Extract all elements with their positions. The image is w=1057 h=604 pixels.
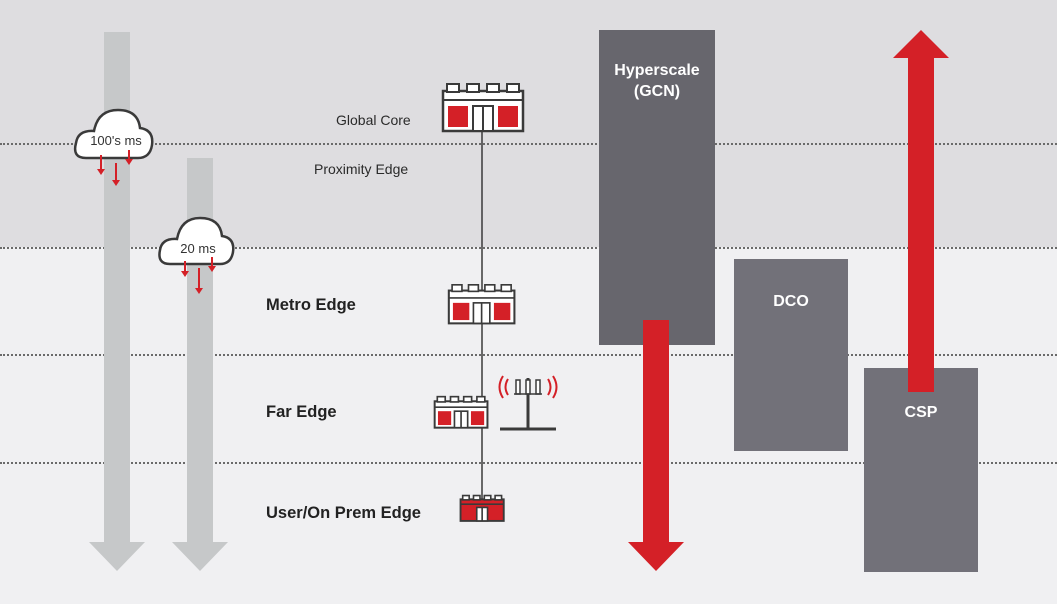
cell-tower-icon xyxy=(498,375,558,431)
divider-line xyxy=(0,462,1057,464)
hyperscale-sublabel: (GCN) xyxy=(633,83,681,100)
tier-label-user-edge: User/On Prem Edge xyxy=(266,504,421,522)
latency-label: 100's ms xyxy=(90,133,142,148)
hyperscale-label: Hyperscale xyxy=(614,62,700,79)
latency-cloud-icon xyxy=(158,216,235,294)
divider-line xyxy=(0,354,1057,356)
dco-label: DCO xyxy=(773,293,809,310)
csp-label: CSP xyxy=(904,404,938,421)
hyperscale-box: Hyperscale (GCN) xyxy=(599,30,715,345)
csp-box: CSP xyxy=(864,368,978,572)
data-center-icon xyxy=(447,284,516,325)
csp-up-arrow xyxy=(893,30,949,392)
dco-box: DCO xyxy=(734,259,848,451)
data-center-icon xyxy=(433,395,489,429)
divider-line xyxy=(0,247,1057,249)
tier-label-metro-edge: Metro Edge xyxy=(266,296,356,314)
hyperscale-down-arrow xyxy=(628,320,684,571)
tier-label-proximity-edge: Proximity Edge xyxy=(314,161,409,177)
divider-line xyxy=(0,143,1057,145)
upper-band xyxy=(0,0,1057,247)
tier-label-global-core: Global Core xyxy=(336,112,411,128)
data-center-icon xyxy=(459,494,505,522)
latency-cloud-icon xyxy=(73,108,154,186)
data-center-icon xyxy=(441,83,525,133)
latency-label: 20 ms xyxy=(180,241,216,256)
tier-label-far-edge: Far Edge xyxy=(266,403,337,421)
